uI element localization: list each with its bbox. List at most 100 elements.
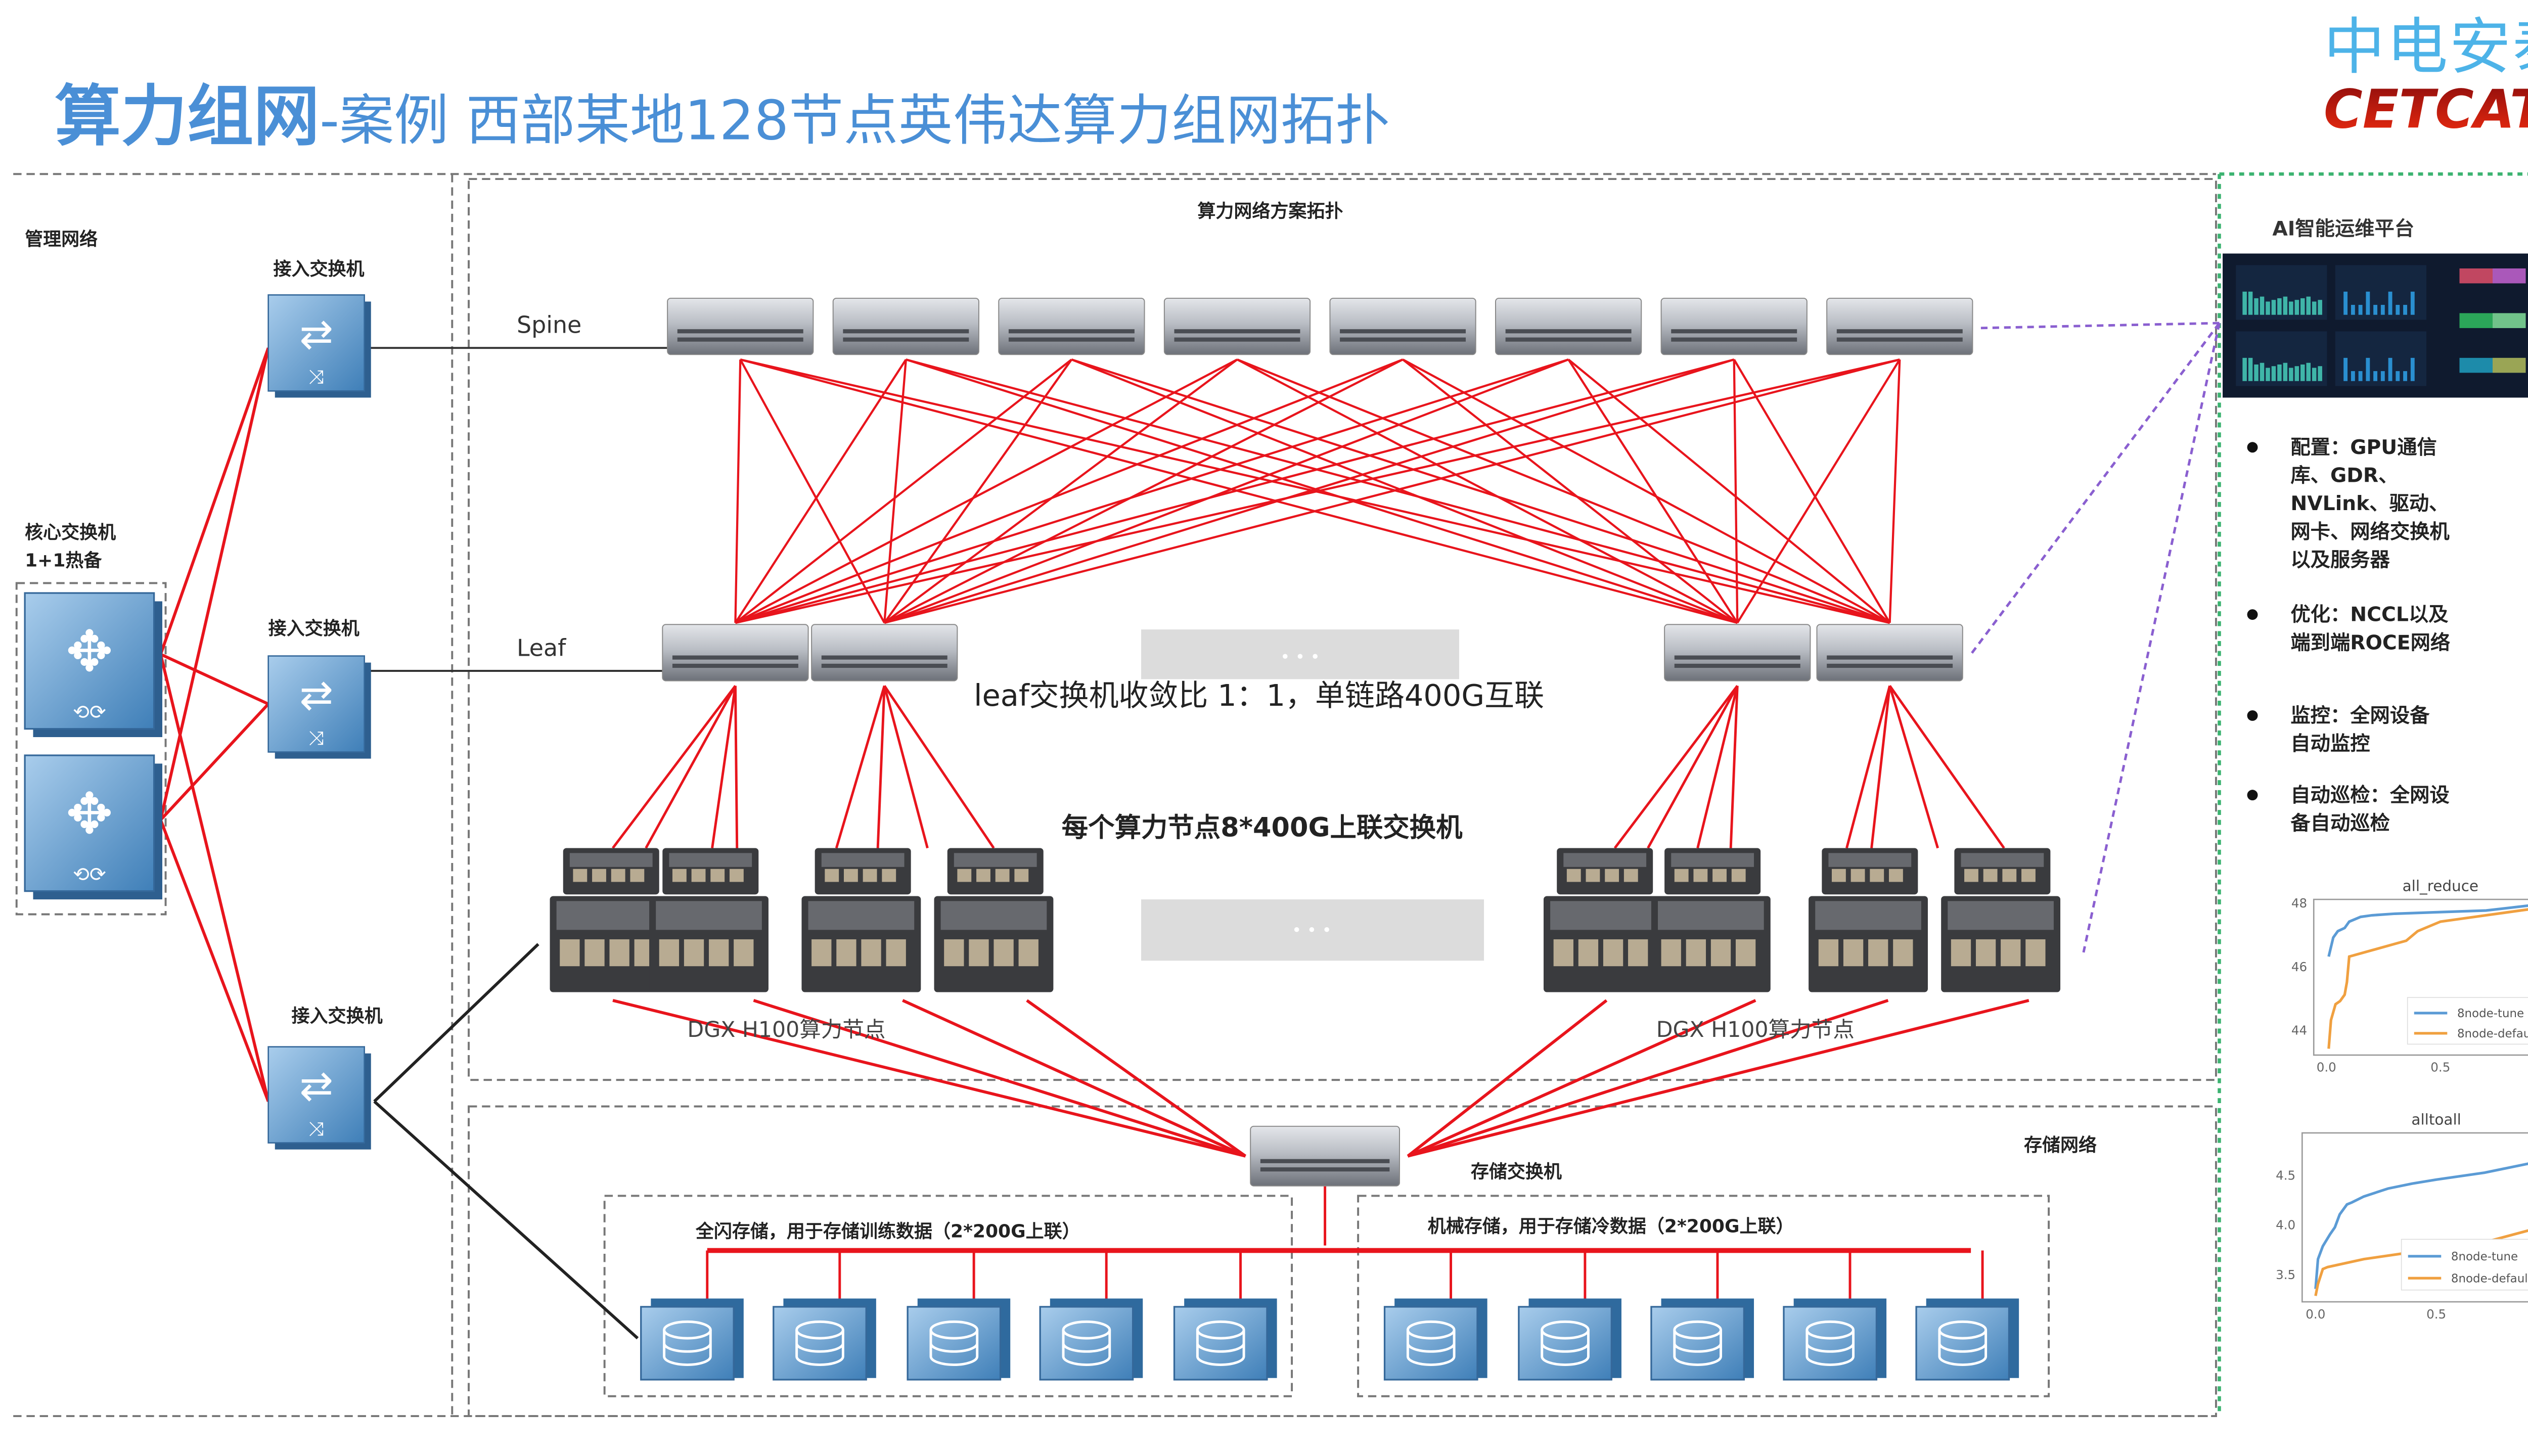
gpu-module [1605,869,1619,882]
dash-bar [2388,291,2392,315]
server-port-row [1174,337,1300,342]
x-tick-label: 0.5 [2430,1060,2450,1075]
database-icon [663,1330,712,1366]
dash-bar [2351,305,2355,315]
gpu-module [1712,869,1727,882]
gpu-module [1693,869,1708,882]
bullet-text: 端到端ROCE网络 [2290,631,2450,654]
cetcat-logo: 中电安泰 CETCAT [2324,11,2528,141]
dash-bar [2242,291,2247,315]
database-icon [1196,1330,1245,1366]
gpu-module [1731,869,1746,882]
server-port-row [1671,329,1797,334]
dash-bar [2271,300,2276,315]
gpu-module [2002,869,2017,882]
gpu-module [1566,869,1581,882]
disk-face [640,1306,735,1381]
gpu-module [969,939,989,967]
ai-platform-link [1979,322,2220,330]
spine-leaf-link [1237,358,1890,624]
core-switch-icon: ✥⟲⟳ [24,592,163,738]
node-storage-link [753,999,1246,1158]
chart-title: all_reduce [2403,878,2478,895]
server-port-row [821,663,947,668]
core-switch-label: 核心交换机 [25,522,116,543]
dash-bar [2403,371,2407,381]
uplink-note: 每个算力节点8*400G上联交换机 [1062,812,1463,843]
gpu-module [734,939,754,967]
page-title: 算力组网-案例 西部某地128节点英伟达算力组网拓扑 [55,77,1390,155]
gpu-module [630,869,645,882]
server-port-row [1827,663,1953,668]
database-icon [1406,1330,1456,1366]
disk-face [1383,1306,1478,1381]
dash-bar [2277,364,2282,381]
dash-bar [2300,364,2305,381]
management-label: 管理网络 [25,229,98,250]
storage-network-label: 存储网络 [2024,1134,2097,1156]
dash-bar [2351,371,2355,381]
disk-face [773,1306,867,1381]
mech-storage-label: 机械存储，用于存储冷数据（2*200G上联） [1428,1216,1794,1237]
spine-leaf-link [884,358,1900,624]
access-switch-label-2: 接入交换机 [268,618,359,639]
spine-switch-icon [1660,297,1808,355]
arrows-icon: ⇄ [299,671,333,718]
bullet-text: 配置：GPU通信 [2290,436,2436,459]
disk-face [1915,1306,2010,1381]
server-port-row [1008,337,1135,342]
gpu-module [1831,869,1846,882]
gpu-module [1888,869,1903,882]
dash-bar [2306,362,2311,381]
gpu-node-icon [1664,848,1761,895]
panel-borders [13,173,2217,1418]
dash-gauge [2493,313,2526,328]
server-port-row [1674,663,1800,668]
bullet-text: 优化：NCCL以及 [2290,604,2449,626]
database-icon [1805,1330,1855,1366]
dash-bar [2403,305,2407,315]
server-body [1826,297,1973,355]
dash-bar [2366,357,2370,381]
four-way-arrows-icon: ✥ [66,782,113,847]
leaf-node-link [612,685,737,849]
database-icon [1673,1330,1722,1366]
gpu-module [729,869,744,882]
gpu-module [957,869,972,882]
spine-leaf-link [1736,359,1901,624]
bullet-text: 备自动巡检 [2290,812,2389,835]
bullet-text: 自动巡检：全网设 [2290,784,2450,807]
gpu-module [1870,869,1884,882]
storage-array-icon [1173,1298,1277,1381]
dash-bar [2388,357,2392,381]
spine-leaf-link [1402,358,1890,624]
bullet-text: 自动监控 [2290,733,2370,755]
gpu-module [995,869,1010,882]
x-tick-label: 0.5 [2426,1307,2446,1322]
server-body [998,297,1145,355]
spine-leaf-link [735,358,1238,624]
server-body [811,624,958,681]
dash-bar [2277,298,2282,315]
gpu-node-icon [1651,896,1771,992]
gpu-module [861,939,881,967]
spine-leaf-link [735,358,1072,624]
ai-platform-title: AI智能运维平台 [2272,217,2414,240]
mgmt-storage-link [373,1100,639,1340]
spine-leaf-link [1888,359,1901,623]
server-port-row [677,337,803,342]
leaf-switch-icon [1664,624,1811,681]
crossover-icon: ⤨ [308,726,324,749]
gpu-top [556,901,663,930]
dashboard-screenshot [2223,253,2528,398]
dash-bar [2380,305,2385,315]
leaf-label: Leaf [517,634,567,662]
gpu-module [1983,869,1998,882]
gpu-module [1964,869,1978,882]
dash-bar [2283,362,2288,381]
leaf-node-link [883,685,929,849]
gpu-module [1850,869,1865,882]
server-port-row [1008,329,1135,334]
server-body [832,297,979,355]
gpu-module [611,869,625,882]
